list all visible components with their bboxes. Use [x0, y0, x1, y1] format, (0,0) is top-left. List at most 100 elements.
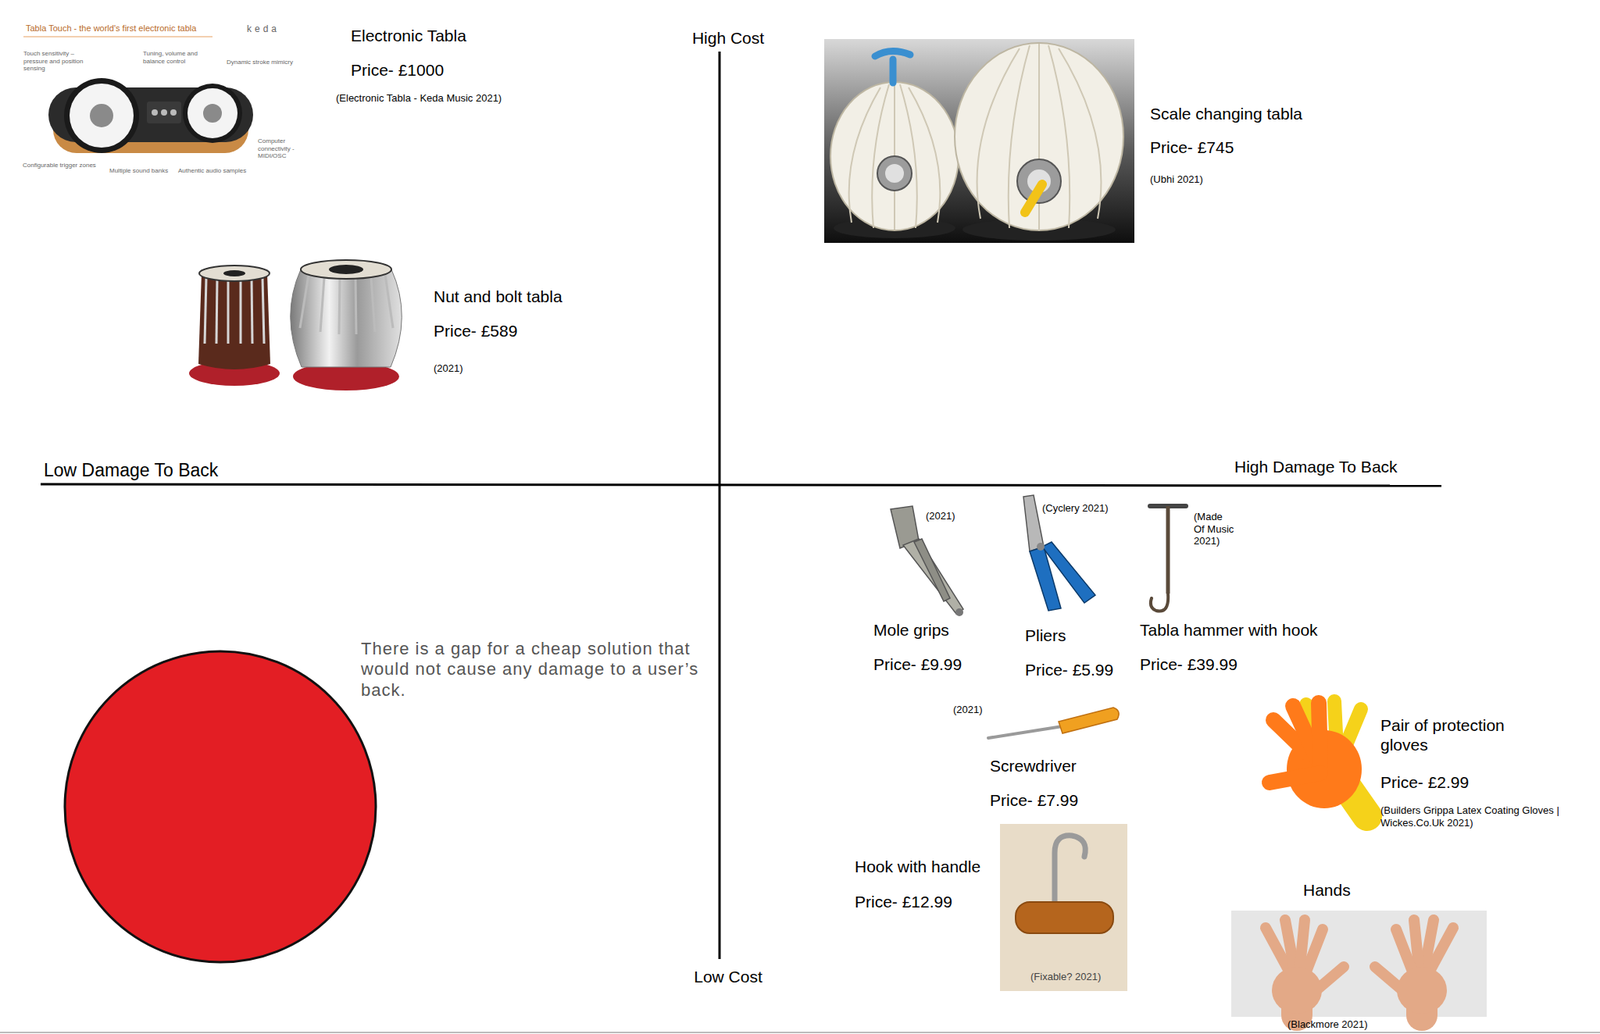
photo-ground — [1231, 910, 1487, 1018]
tension-rod — [239, 278, 243, 344]
source-citation: (Blackmore 2021) — [1287, 1018, 1368, 1032]
plier-handle — [1042, 542, 1096, 604]
price-label: Price- £745 — [1150, 137, 1234, 158]
price-label: Price- £12.99 — [854, 892, 953, 912]
gap-circle — [64, 651, 376, 963]
tension-rod — [227, 278, 230, 344]
source-citation: (Fixable? 2021) — [1030, 971, 1101, 984]
brand-logo: keda — [246, 23, 280, 35]
price-label: Price- £2.99 — [1380, 772, 1469, 793]
tension-rods — [204, 278, 265, 344]
tension-rod — [320, 277, 325, 333]
product-name: Nut and bolt tabla — [433, 286, 563, 307]
source-citation: (Builders Grippa Latex Coating Gloves | … — [1380, 804, 1590, 829]
drum-rib — [977, 48, 1020, 219]
product-name: Hands — [1303, 880, 1351, 900]
product-name: Tabla hammer with hook — [1139, 620, 1318, 640]
photo-ground — [1000, 824, 1128, 992]
feature-note: Multiple sound banks — [109, 167, 168, 175]
tension-rod — [262, 278, 265, 344]
drum-rib — [908, 87, 940, 223]
axis-label: Low Damage To Back — [43, 460, 218, 483]
tension-rod — [204, 278, 207, 344]
tension-rod — [300, 275, 309, 329]
caption-rule — [23, 36, 213, 38]
glove — [1269, 703, 1321, 783]
hammer-shaft — [1166, 506, 1171, 594]
axis-label: High Damage To Back — [1234, 457, 1398, 477]
feature-note: Computer connectivity - MIDI/OSC — [257, 137, 315, 161]
screwdriver-picture — [988, 707, 1119, 739]
product-name: Mole grips — [873, 620, 950, 640]
tension-rod — [385, 275, 393, 329]
product-name: Electronic Tabla — [350, 25, 467, 46]
source-citation: (Made Of Music 2021) — [1193, 510, 1236, 548]
drum-pad — [187, 88, 238, 139]
source-citation: (Cyclery 2021) — [1042, 502, 1109, 515]
tuning-key — [1025, 184, 1043, 213]
hammer-hook — [1150, 593, 1168, 612]
control-knob — [151, 109, 158, 116]
drum-syahi — [223, 270, 246, 277]
axis-label: Low Cost — [693, 967, 763, 987]
scale-changing-tabla-picture — [824, 39, 1135, 243]
drum-shell — [830, 82, 959, 231]
price-label: Price- £589 — [433, 321, 518, 341]
electronic-tabla-picture — [23, 36, 254, 154]
source-citation: (2021) — [925, 510, 956, 523]
glove-finger — [1318, 703, 1321, 766]
drum-head — [300, 260, 392, 279]
hand — [1265, 920, 1454, 1016]
price-label: Price- £5.99 — [1025, 660, 1114, 680]
control-knob — [160, 109, 168, 116]
control-knob — [170, 109, 177, 116]
price-label: Price- £7.99 — [989, 790, 1079, 811]
tension-rod — [251, 278, 253, 344]
tension-rod — [371, 277, 375, 333]
tabla-hammer-picture — [1150, 506, 1186, 612]
drum-ribs — [849, 43, 1102, 231]
feature-note: Touch sensitivity – pressure and positio… — [23, 50, 98, 73]
drum-rib — [1058, 48, 1101, 219]
product-name: Scale changing tabla — [1150, 103, 1303, 124]
product-name: Hook with handle — [854, 857, 981, 877]
drum-rib — [1048, 45, 1070, 229]
feature-note: Authentic audio samples — [178, 167, 247, 175]
product-name: Pair of protection gloves — [1380, 715, 1529, 755]
price-label: Price- £1000 — [350, 60, 444, 80]
palm — [1271, 967, 1322, 1015]
product-name: Screwdriver — [989, 756, 1077, 776]
product-name: Pliers — [1025, 625, 1067, 646]
wooden-handle — [1015, 902, 1114, 934]
hook-handle-picture — [1000, 824, 1128, 992]
drum-rib — [849, 87, 881, 223]
drum-body — [198, 273, 271, 370]
metal-hook — [1054, 835, 1086, 908]
mole-grips-picture — [890, 506, 964, 617]
source-citation: (Electronic Tabla - Keda Music 2021) — [335, 92, 502, 105]
page-edge-rule — [0, 1032, 1600, 1034]
tuning-handle — [875, 50, 911, 83]
screwdriver-handle — [1058, 707, 1119, 734]
grip-screw — [955, 608, 964, 617]
feature-note: Tuning, volume and balance control — [142, 50, 200, 65]
price-label: Price- £9.99 — [873, 654, 962, 675]
plier-pivot — [1036, 542, 1045, 551]
metal-ring — [877, 156, 912, 191]
drum-rim — [182, 83, 243, 143]
palm — [1396, 967, 1447, 1015]
drum-syahi — [328, 264, 364, 275]
feature-note: Dynamic stroke mimicry — [226, 58, 293, 67]
damage-axis — [40, 484, 1442, 486]
drum-centre — [203, 103, 222, 123]
hands-picture — [1231, 910, 1487, 1018]
gloves-picture — [1269, 701, 1368, 817]
axis-label: High Cost — [692, 28, 765, 48]
price-label: Price- £39.99 — [1139, 654, 1238, 675]
photo-ground — [824, 39, 1135, 243]
tension-rods — [300, 275, 393, 335]
source-citation: (2021) — [953, 703, 983, 717]
drum-body — [290, 269, 403, 368]
